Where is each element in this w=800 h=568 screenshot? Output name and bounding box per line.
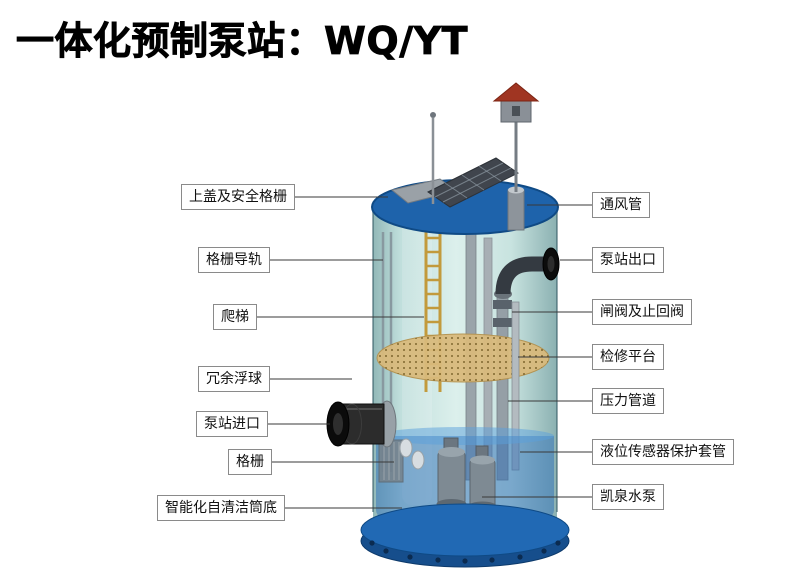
leader-lines	[257, 196, 592, 509]
label-service-platform: 检修平台	[592, 344, 664, 370]
label-station-outlet: 泵站出口	[592, 247, 664, 273]
label-self-cleaning-bottom: 智能化自清洁筒底	[157, 495, 285, 521]
solar-panel	[427, 157, 519, 208]
label-ladder: 爬梯	[213, 304, 257, 330]
control-box	[492, 82, 540, 192]
label-vent-pipe: 通风管	[592, 192, 650, 218]
label-redundant-float: 冗余浮球	[198, 366, 270, 392]
inlet-pipe	[326, 400, 397, 448]
label-gate-check-valve: 闸阀及止回阀	[592, 299, 692, 325]
label-level-sensor-sleeve: 液位传感器保护套管	[592, 439, 734, 465]
label-pressure-pipe: 压力管道	[592, 388, 664, 414]
float-balls	[399, 438, 425, 470]
tank-base	[360, 503, 570, 568]
gate-and-check-valves	[493, 300, 512, 327]
label-grille: 格栅	[228, 449, 272, 475]
antenna-pole	[430, 112, 436, 204]
label-grille-guide-rail: 格栅导轨	[198, 247, 270, 273]
outlet-pipe	[494, 247, 560, 299]
label-kaiquan-pump: 凯泉水泵	[592, 484, 664, 510]
label-top-cover-safety-grille: 上盖及安全格栅	[181, 184, 295, 210]
grille-basket	[378, 439, 404, 483]
service-platform	[376, 333, 550, 383]
label-station-inlet: 泵站进口	[196, 411, 268, 437]
page-title: 一体化预制泵站：WQ/YT	[16, 19, 469, 64]
vent-pipe	[507, 186, 525, 231]
